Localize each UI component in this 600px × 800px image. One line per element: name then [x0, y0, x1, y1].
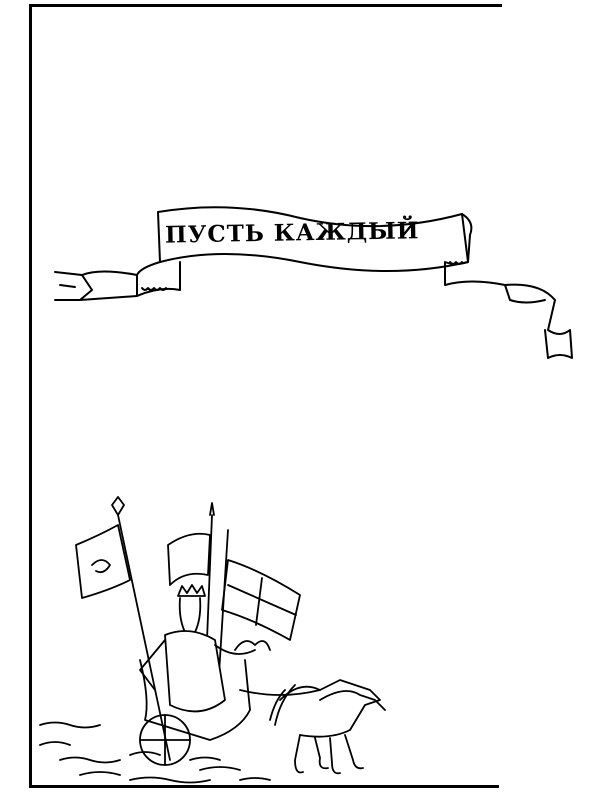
frame-border-bottom — [29, 785, 499, 788]
chariot-illustration — [39, 496, 386, 784]
frame-border-left — [29, 4, 32, 788]
banner-title: ПУСТЬ КАЖДЫЙ — [164, 217, 420, 249]
frame-border-top — [29, 4, 502, 7]
ribbon-banner — [54, 206, 573, 359]
